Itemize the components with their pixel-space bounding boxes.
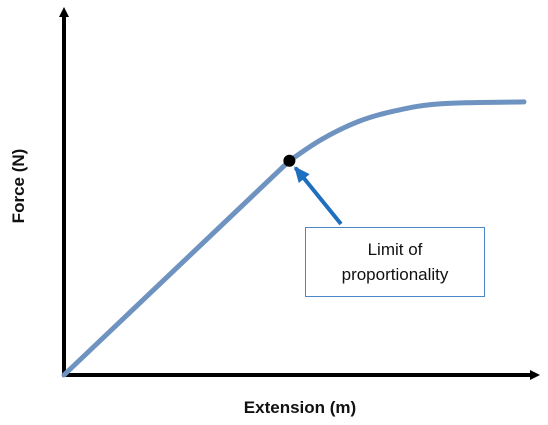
x-axis-label: Extension (m) [244,398,356,417]
limit-of-proportionality-callout: Limit of proportionality [305,227,485,297]
y-axis-label: Force (N) [9,149,28,224]
force-extension-curve [61,99,527,378]
callout-arrow [293,166,343,226]
callout-label: Limit of proportionality [341,240,449,284]
limit-of-proportionality-marker [283,154,296,167]
